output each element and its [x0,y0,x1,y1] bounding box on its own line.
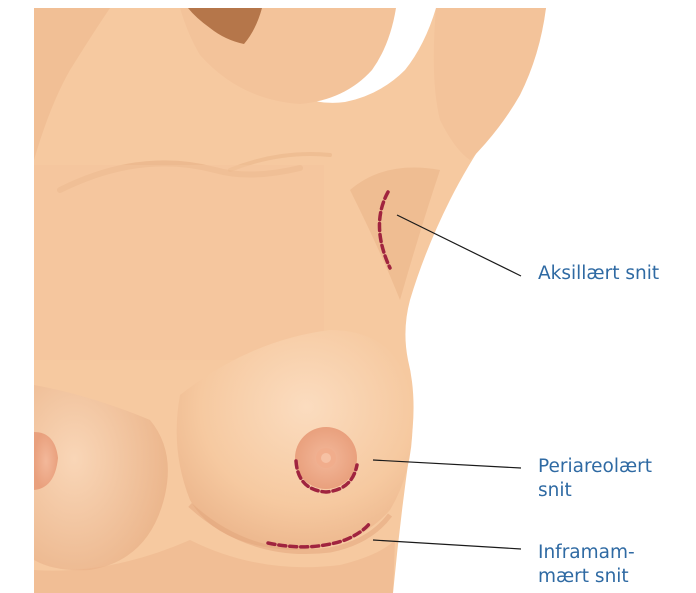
label-inframammary-incision: Inframam- mært snit [538,541,635,589]
raised-arm [434,8,546,160]
label-axillary-incision: Aksillært snit [538,262,659,286]
label-periareolar-incision: Periareolært snit [538,455,652,503]
chest-plane [34,165,324,360]
